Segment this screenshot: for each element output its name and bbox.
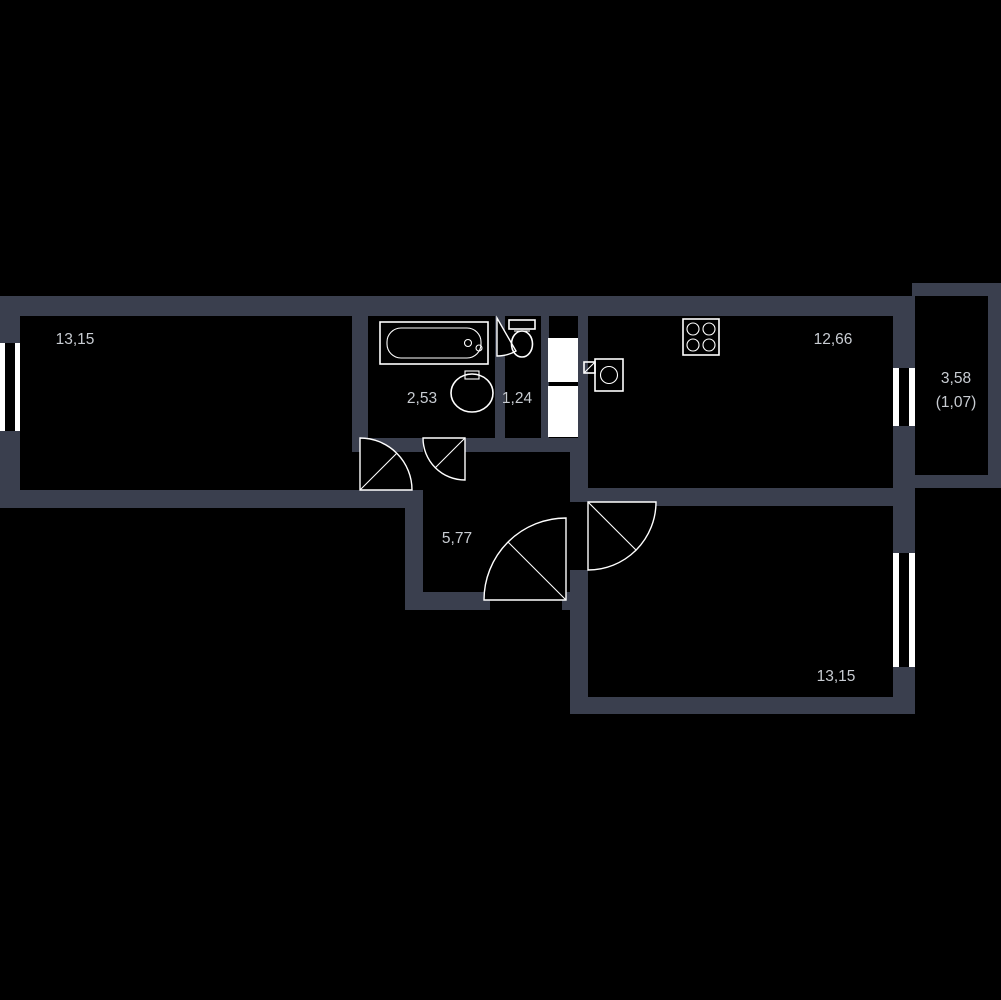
stove-icon <box>682 318 720 356</box>
balcony-bottom-wall <box>912 475 1001 488</box>
hallway-area-label: 5,77 <box>442 530 472 547</box>
kitchen-sink-icon <box>583 358 624 392</box>
top-wall <box>0 296 915 316</box>
hallway-left-wall <box>405 508 423 610</box>
toilet-area-label: 1,24 <box>502 390 533 407</box>
toilet-shaft-wall <box>541 316 549 438</box>
hallway-bedroom-wall-lower <box>570 570 588 714</box>
bathtub-icon <box>379 321 489 365</box>
balcony-coeff-label: (1,07) <box>936 394 977 411</box>
entrance-door-swing-icon <box>483 517 567 601</box>
bedroom-bottom-wall <box>570 697 915 714</box>
living-door-swing-icon <box>359 437 413 491</box>
bathroom-door-swing-icon <box>422 437 466 481</box>
bedroom-area-label: 13,15 <box>817 668 856 685</box>
kitchen-bedroom-wall <box>588 488 915 506</box>
walls <box>0 283 1001 714</box>
kitchen-balcony-window-icon <box>893 368 915 426</box>
shaft-kitchen-wall <box>578 316 588 438</box>
room-labels: 13,15 2,53 1,24 12,66 3,58 (1,07) 5,77 1… <box>56 331 977 685</box>
hallway-bottom-wall-right <box>562 592 588 610</box>
balcony-right-wall <box>988 283 1001 488</box>
shaft-cabinet-icon <box>548 338 578 437</box>
balcony-top-wall <box>912 283 1001 296</box>
bedroom-door-swing-icon <box>587 501 657 571</box>
hallway-bedroom-wall-upper <box>570 438 588 502</box>
living-bottom-wall <box>0 490 423 508</box>
balcony-area-label: 3,58 <box>941 370 971 387</box>
doors <box>359 315 657 601</box>
bathroom-toilet-wall <box>495 316 505 438</box>
windows <box>0 343 915 667</box>
living-bathroom-wall <box>352 316 368 438</box>
washbasin-icon <box>450 370 494 413</box>
bathroom-area-label: 2,53 <box>407 390 437 407</box>
bathroom-bottom-wall-right <box>465 438 588 452</box>
toilet-icon <box>508 319 536 358</box>
hallway-bottom-wall-left <box>405 592 490 610</box>
living-room-area-label: 13,15 <box>56 331 95 348</box>
kitchen-area-label: 12,66 <box>814 331 853 348</box>
bedroom-window-icon <box>893 553 915 667</box>
right-wall-middle <box>893 426 915 553</box>
living-window-icon <box>0 343 20 431</box>
right-wall-kitchen-upper <box>893 296 915 368</box>
